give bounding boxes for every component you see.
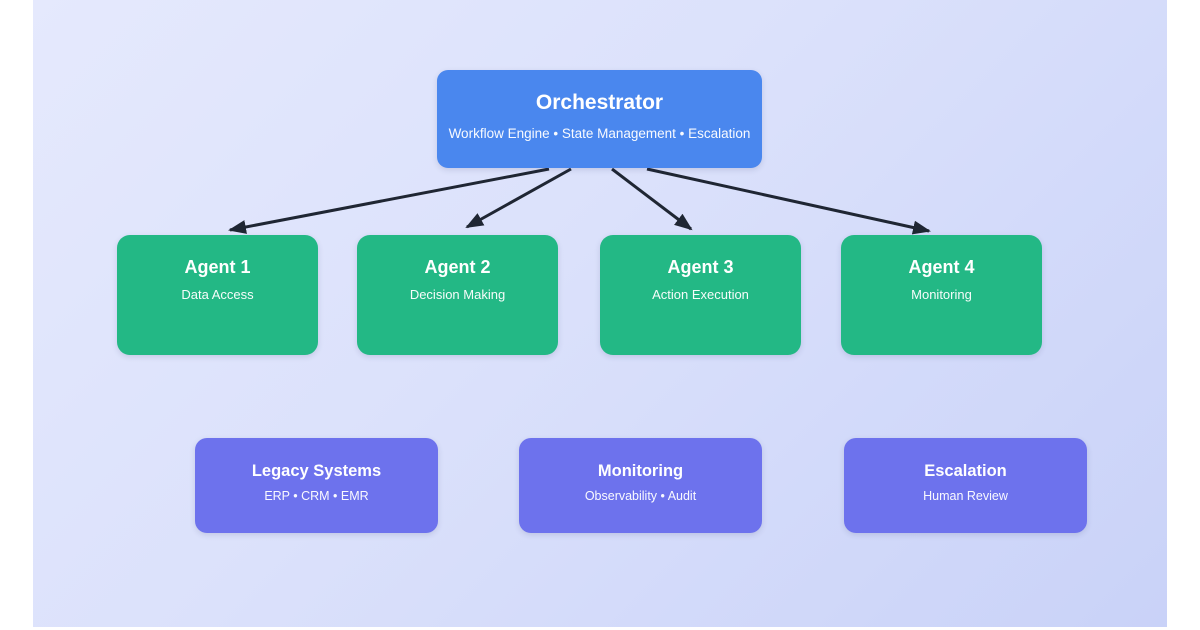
escalation-title: Escalation [924,462,1007,480]
monitoring-title: Monitoring [597,462,684,480]
agent-4-title: Agent 4 [908,257,975,277]
agent-3-subtitle: Action Execution [652,286,749,302]
escalation-subtitle: Human Review [923,488,1008,503]
monitoring-node: Monitoring Observability • Audit [519,438,762,533]
agent-4-node: Agent 4 Monitoring [841,235,1042,355]
legacy-systems-node: Legacy Systems ERP • CRM • EMR [195,438,438,533]
orchestrator-node: Orchestrator Workflow Engine • State Man… [437,70,762,168]
agent-1-node: Agent 1 Data Access [117,235,318,355]
agent-1-subtitle: Data Access [181,286,254,302]
orchestrator-title: Orchestrator [535,91,664,114]
agent-3-title: Agent 3 [667,257,734,277]
agent-2-title: Agent 2 [424,257,491,277]
agent-2-node: Agent 2 Decision Making [357,235,558,355]
orchestrator-subtitle: Workflow Engine • State Management • Esc… [448,126,751,142]
agent-1-title: Agent 1 [184,257,251,277]
legacy-systems-title: Legacy Systems [251,462,382,480]
agent-4-subtitle: Monitoring [911,286,972,302]
agent-2-subtitle: Decision Making [409,286,506,302]
monitoring-subtitle: Observability • Audit [584,488,697,503]
legacy-systems-subtitle: ERP • CRM • EMR [264,488,369,503]
agent-3-node: Agent 3 Action Execution [600,235,801,355]
escalation-node: Escalation Human Review [844,438,1087,533]
